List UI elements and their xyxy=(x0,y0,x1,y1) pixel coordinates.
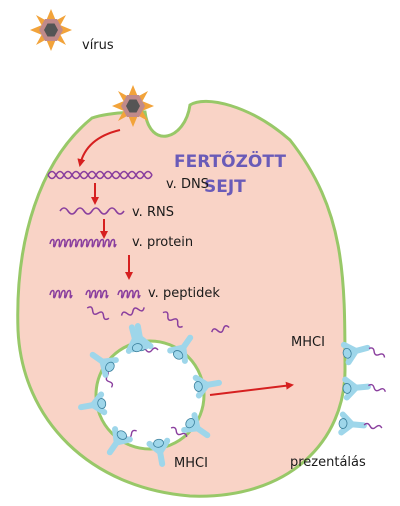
peptide-coil-2 xyxy=(85,289,109,299)
viral-dna-strand xyxy=(47,170,153,180)
peptides-label: v. peptidek xyxy=(148,286,220,301)
viral-rna-strand xyxy=(59,207,125,215)
entry-arrow xyxy=(77,129,121,167)
mhc-label-bottom: MHCI xyxy=(174,456,208,471)
presentation-label: prezentálás xyxy=(290,455,366,470)
vesicle xyxy=(94,339,206,451)
presentation-arrow xyxy=(209,381,294,396)
entering-virus-icon xyxy=(112,85,154,127)
peptide-coil-1 xyxy=(49,289,73,299)
free-virus-icon xyxy=(30,9,72,51)
rna-label: v. RNS xyxy=(132,205,174,220)
dna-label: v. DNS xyxy=(166,177,209,192)
viral-protein-chain xyxy=(49,238,117,248)
protein-coil-segment xyxy=(49,238,117,248)
cell-title-line1: FERTŐZÖTT xyxy=(174,150,286,172)
presented-peptides xyxy=(363,347,387,430)
floating-peptides xyxy=(86,306,230,334)
presented-mhc-receptors xyxy=(338,339,370,434)
cell-title-line2: SEJT xyxy=(204,177,246,197)
mhc-label-top: MHCI xyxy=(291,335,325,350)
protein-label: v. protein xyxy=(132,235,193,250)
peptide-coil-3 xyxy=(117,289,141,299)
viral-peptides xyxy=(49,289,141,299)
virus-label: vírus xyxy=(82,38,114,53)
